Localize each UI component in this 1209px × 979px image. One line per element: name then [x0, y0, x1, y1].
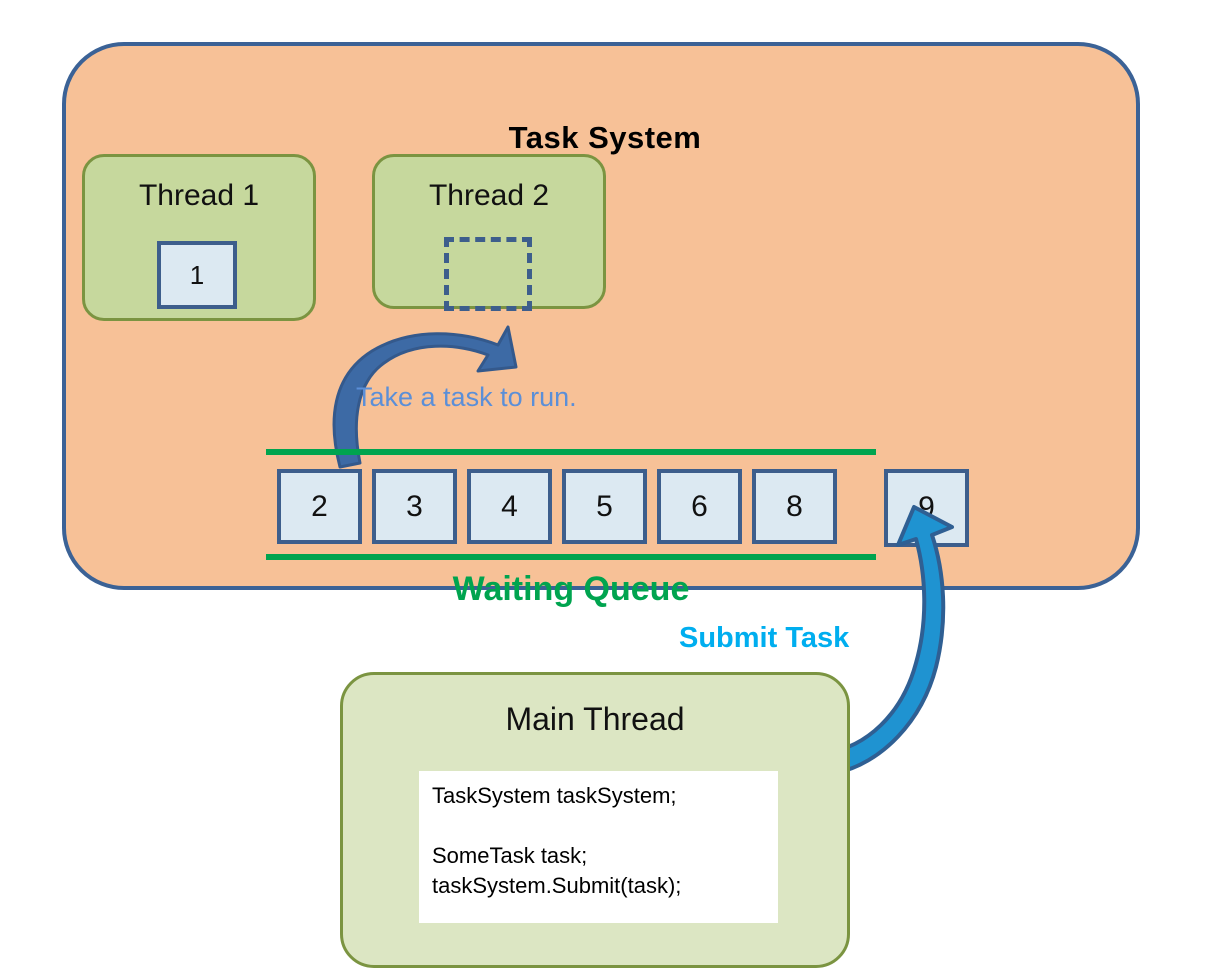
- queue-rail-top: [266, 449, 876, 455]
- submit-task-arrow-icon: [824, 505, 954, 775]
- thread-1-box[interactable]: Thread 1 1: [82, 154, 316, 321]
- queue-task[interactable]: 6: [657, 469, 742, 544]
- queue-task[interactable]: 2: [277, 469, 362, 544]
- queue-task[interactable]: 4: [467, 469, 552, 544]
- thread-2-box[interactable]: Thread 2: [372, 154, 606, 311]
- thread-2-label: Thread 2: [428, 179, 550, 212]
- thread-2-empty-task-slot: [444, 237, 532, 311]
- waiting-queue-tasks: 2 3 4 5 6 8: [277, 469, 837, 544]
- queue-task[interactable]: 8: [752, 469, 837, 544]
- code-line: taskSystem.Submit(task);: [432, 873, 682, 898]
- code-line: SomeTask task;: [432, 843, 588, 868]
- take-a-task-arrow-icon: [332, 325, 518, 469]
- take-a-task-label: Take a task to run.: [356, 382, 577, 412]
- task-system-title: Task System: [508, 120, 702, 155]
- queue-task[interactable]: 5: [562, 469, 647, 544]
- queue-task[interactable]: 3: [372, 469, 457, 544]
- queue-rail-bottom: [266, 554, 876, 560]
- submit-task-label: Submit Task: [679, 622, 850, 654]
- code-line: TaskSystem taskSystem;: [432, 783, 677, 808]
- main-thread-label: Main Thread: [505, 701, 685, 737]
- thread-1-label: Thread 1: [138, 179, 260, 212]
- task-system-container: Task System Thread 1 1 Thread 2 Take a t…: [62, 42, 1140, 608]
- code-line-blank: [432, 811, 778, 841]
- waiting-queue-label: Waiting Queue: [452, 570, 690, 608]
- thread-1-running-task: 1: [157, 241, 237, 309]
- main-thread-code-block: TaskSystem taskSystem; SomeTask task; ta…: [419, 771, 778, 923]
- main-thread-box[interactable]: Main Thread TaskSystem taskSystem; SomeT…: [340, 672, 850, 968]
